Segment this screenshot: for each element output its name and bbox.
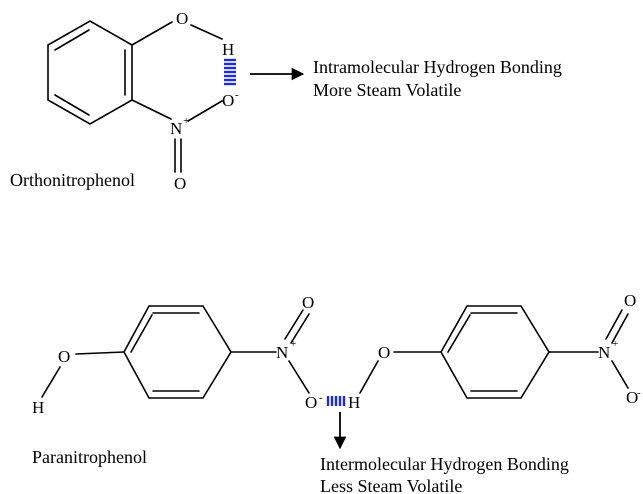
bond-n-o-double-a-para-left [284,309,304,340]
atom-h-para-left: H [32,398,44,417]
atom-h-ortho: H [222,40,234,59]
annotation-intramolecular-line2: More Steam Volatile [313,80,461,100]
atom-n-para-left: N [276,343,288,362]
orthonitrophenol-structure: O H O - N + O [47,9,239,193]
bond-n-o-single-para-left [288,360,310,394]
annotation-intermolecular-line2: Less Steam Volatile [320,476,462,494]
bond-n-o-double-b-para-left [290,313,310,344]
charge-minus-ortho: - [235,89,239,101]
benzene-ring-ortho [47,20,133,125]
atom-o-hydroxyl-para-left: O [58,347,70,366]
bond-n-o-double-b-para-right [611,313,629,344]
bond-h-o-para-right [359,360,379,394]
atom-o-double-para-right: O [624,291,636,310]
bond-n-o-single-para-right [611,360,629,389]
annotation-intermolecular-line1: Intermolecular Hydrogen Bonding [320,454,569,474]
annotation-intramolecular-line1: Intramolecular Hydrogen Bonding [313,57,562,77]
charge-minus-para-right: - [637,387,641,399]
bond-c-n-ortho [131,99,172,120]
bond-o-c-para-left [75,351,125,355]
intermolecular-hydrogen-bond [326,396,346,406]
paranitrophenol-right-structure: H O N + O O - [348,291,641,412]
atom-n-para-right: N [598,343,610,362]
charge-plus-para-right: + [612,338,618,350]
bond-c-oh-ortho [131,21,173,46]
charge-plus-para-left: + [290,338,296,350]
intramolecular-hydrogen-bond [224,58,236,86]
atom-n-ortho: N [170,119,182,138]
benzene-ring-para-left [123,305,232,399]
atom-o-double-para-left: O [302,293,314,312]
atom-o-double-ortho: O [174,174,186,193]
bond-n-o-double-a-para-right [605,309,623,340]
compound-name-orthonitrophenol: Orthonitrophenol [10,170,135,190]
atom-o-hydroxyl-para-right: O [378,343,390,362]
bond-h-o-para-left [41,366,61,398]
charge-minus-para-left: - [319,392,323,404]
atom-o-minus-para-right: O [626,388,638,407]
atom-o-nitro-ortho: O [222,91,234,110]
charge-plus-ortho: + [183,115,189,127]
bond-n-o-single-ortho [187,100,223,122]
benzene-ring-para-right [440,305,550,399]
bond-o-h-ortho [190,24,223,40]
atom-o-hydroxyl-ortho: O [176,9,188,28]
paranitrophenol-left-structure: H O N + O O - [32,293,323,417]
compound-name-paranitrophenol: Paranitrophenol [32,447,147,467]
atom-h-para-right: H [348,393,360,412]
atom-o-minus-para-left: O [305,393,317,412]
